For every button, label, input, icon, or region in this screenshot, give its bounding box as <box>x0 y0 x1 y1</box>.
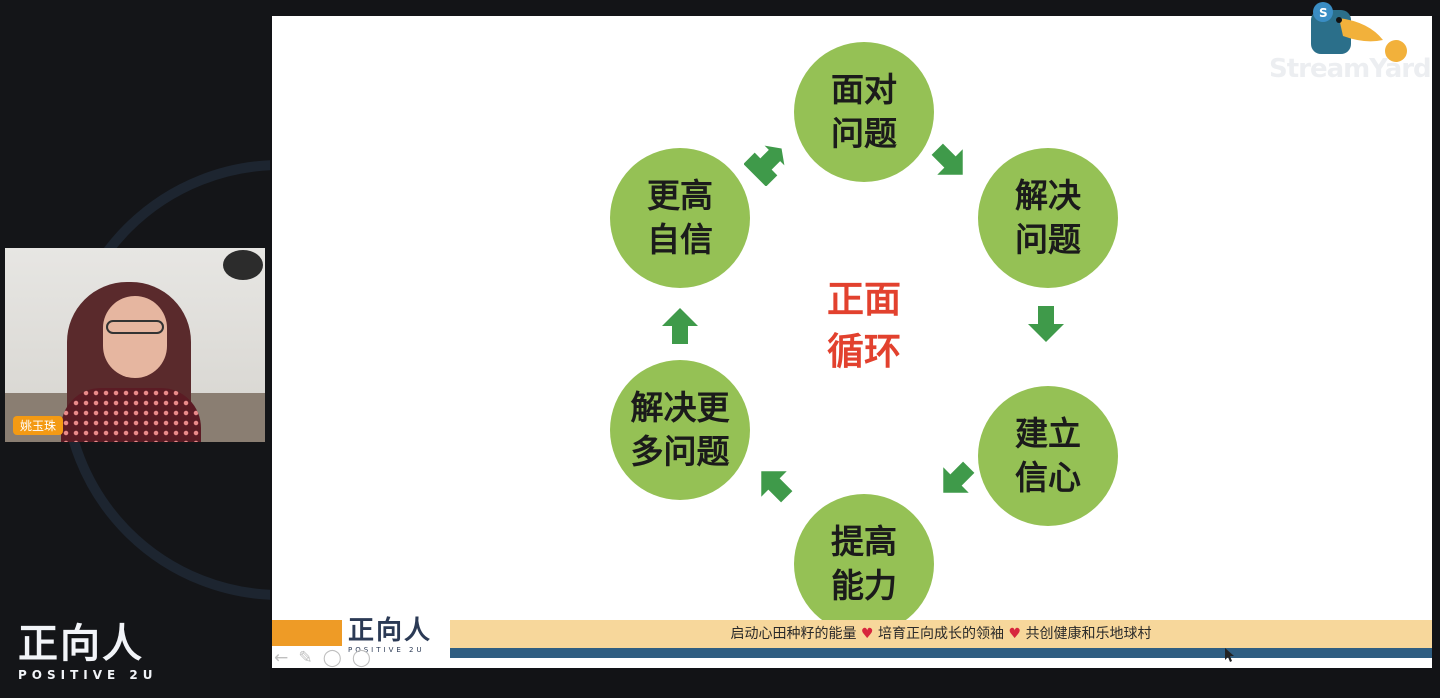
svg-text:S: S <box>1319 6 1328 20</box>
footer-blue-bar <box>450 648 1432 658</box>
cycle-node-build-confidence: 建立信心 <box>978 386 1118 526</box>
heart-icon: ♥ <box>860 626 874 642</box>
presenter-camera: 姚玉珠 <box>5 248 265 442</box>
cycle-node-solve-problem: 解决问题 <box>978 148 1118 288</box>
watermark-text: StreamYard <box>1269 54 1432 84</box>
arrow-icon-up-left <box>761 471 793 503</box>
arrow-icon-down <box>1028 306 1064 342</box>
slide-nav-controls: ← ✎ ◯ ◯ → <box>274 648 394 668</box>
center-title: 正面 循环 <box>827 278 901 373</box>
cycle-node-higher-confidence: 更高自信 <box>610 148 750 288</box>
wall-clock <box>223 250 263 280</box>
heart-icon: ♥ <box>1008 626 1022 642</box>
circle-icon[interactable]: ◯ <box>322 648 342 668</box>
slogan-part-3: 共创健康和乐地球村 <box>1025 626 1152 642</box>
streamyard-watermark: S StreamYard <box>1265 0 1435 90</box>
arrow-icon-down-left <box>943 461 975 493</box>
left-panel: 姚玉珠 正向人 POSITIVE 2U <box>0 0 270 698</box>
duck-mascot-icon: S <box>1311 2 1383 54</box>
arrow-icon-up <box>662 308 698 344</box>
pen-icon[interactable]: ✎ <box>298 648 313 668</box>
mouse-cursor-icon <box>1225 648 1234 662</box>
footer-logo-chinese: 正向人 <box>348 616 433 646</box>
footer-logo: 正向人 POSITIVE 2U <box>348 616 448 656</box>
zoom-icon[interactable]: ◯ <box>351 648 371 668</box>
top-bar <box>270 0 1440 16</box>
cycle-node-face-problem: 面对问题 <box>794 42 934 182</box>
brand-logo-chinese: 正向人 <box>18 621 144 667</box>
footer-orange-block <box>272 620 342 646</box>
cycle-node-improve-ability: 提高能力 <box>794 494 934 634</box>
brand-logo: 正向人 POSITIVE 2U <box>18 620 188 690</box>
footer-logo-english: POSITIVE 2U <box>348 646 425 654</box>
watermark-dot <box>1385 40 1407 62</box>
slogan-part-2: 培育正向成长的领袖 <box>878 626 1004 642</box>
footer-yellow-bar <box>450 620 1432 648</box>
bottom-strip <box>270 672 1440 698</box>
arrow-icon-up-right <box>744 145 785 186</box>
cycle-node-solve-more-problems: 解决更多问题 <box>610 360 750 500</box>
slogan-part-1: 启动心田种籽的能量 <box>730 626 857 642</box>
brand-logo-english: POSITIVE 2U <box>18 668 158 682</box>
footer-slogan: 启动心田种籽的能量 ♥ 培育正向成长的领袖 ♥ 共创健康和乐地球村 <box>450 620 1432 648</box>
presentation-slide: 面对问题 解决问题 建立信心 提高能力 解决更多问题 更高自信 正面 循环 正向… <box>272 16 1432 668</box>
back-arrow-icon[interactable]: ← <box>274 648 289 668</box>
presenter-name-tag: 姚玉珠 <box>13 416 64 435</box>
arrow-icon-down-right <box>931 143 963 175</box>
